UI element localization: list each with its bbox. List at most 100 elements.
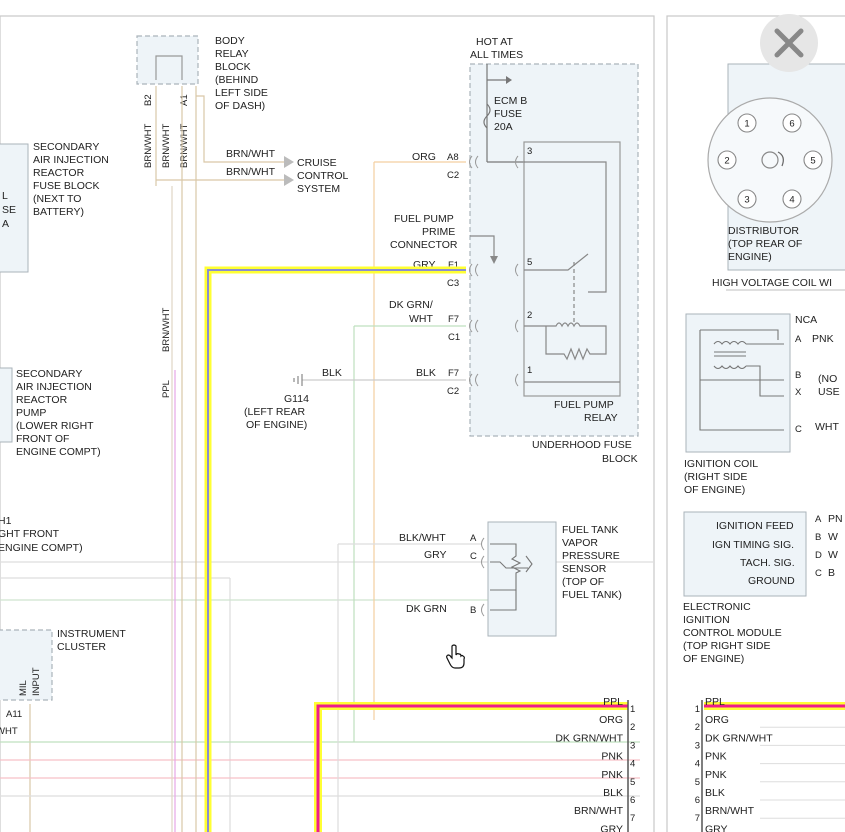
svg-text:(NEXT TO: (NEXT TO	[33, 193, 81, 205]
svg-text:PUMP: PUMP	[16, 407, 46, 419]
svg-text:H1: H1	[0, 515, 12, 527]
svg-text:B: B	[815, 532, 821, 543]
svg-text:A: A	[470, 533, 477, 544]
connector-right-wire: BLK	[705, 787, 725, 799]
svg-text:VAPOR: VAPOR	[562, 537, 598, 549]
connector-left-pin: 4	[630, 759, 635, 770]
distributor-pin: 5	[803, 150, 823, 170]
connector-left-wire: BRN/WHT	[574, 805, 624, 817]
svg-text:ECM B: ECM B	[494, 95, 527, 107]
fuel-pump-relay-label: FUEL PUMP RELAY	[554, 399, 618, 424]
connector-right-row: 4 PNK	[695, 751, 845, 770]
svg-text:USE: USE	[818, 386, 840, 398]
svg-text:OF ENGINE): OF ENGINE)	[246, 419, 307, 431]
svg-text:BLOCK: BLOCK	[215, 61, 251, 73]
connector-right-pin: 5	[695, 777, 700, 788]
distributor-cap	[707, 97, 833, 223]
cruise-wire-label-2: BRN/WHT	[226, 166, 276, 178]
svg-text:DK GRN/: DK GRN/	[389, 299, 433, 311]
svg-text:CONTROL MODULE: CONTROL MODULE	[683, 627, 782, 639]
relay-coil	[524, 322, 607, 361]
svg-text:REACTOR: REACTOR	[33, 167, 85, 179]
svg-text:GHT FRONT: GHT FRONT	[0, 528, 60, 540]
connector-left-pin: 1	[630, 704, 635, 715]
svg-text:(LEFT REAR: (LEFT REAR	[244, 406, 305, 418]
relay-switch	[524, 253, 589, 271]
svg-text:BODY: BODY	[215, 35, 245, 47]
body-relay-wire-labels: BRN/WHT BRN/WHT BRN/WHT	[143, 123, 190, 168]
g114-id: G114	[284, 393, 309, 405]
distributor-pin: 3	[737, 189, 757, 209]
svg-text:WHT: WHT	[409, 313, 433, 325]
svg-text:2: 2	[724, 156, 729, 167]
instrument-cluster-label: INSTRUMENT CLUSTER	[57, 628, 126, 653]
fuel-pump-prime-label: FUEL PUMP PRIME CONNECTOR	[390, 213, 458, 251]
distributor-pin: 4	[782, 189, 802, 209]
svg-text:(TOP RIGHT SIDE: (TOP RIGHT SIDE	[683, 640, 771, 652]
svg-text:4: 4	[789, 195, 794, 206]
svg-text:WHT: WHT	[815, 421, 839, 433]
right-panel-frame	[666, 15, 845, 832]
connector-right-pin: 6	[695, 795, 700, 806]
distributor-label: DISTRIBUTOR (TOP REAR OF ENGINE)	[728, 225, 802, 263]
ignition-module-box	[683, 511, 807, 597]
svg-text:FRONT OF: FRONT OF	[16, 433, 69, 445]
svg-text:L: L	[2, 190, 8, 202]
instrument-cluster-box	[0, 629, 53, 701]
connector-chevrons	[469, 155, 519, 387]
close-button[interactable]	[760, 14, 818, 72]
svg-text:C: C	[470, 551, 477, 562]
ground-g114-symbol	[293, 374, 303, 386]
svg-text:IGN TIMING SIG.: IGN TIMING SIG.	[712, 539, 794, 551]
svg-text:DK GRN: DK GRN	[406, 603, 447, 615]
high-voltage-coil-label: HIGH VOLTAGE COIL WI	[712, 277, 832, 289]
svg-text:3: 3	[744, 195, 749, 206]
fuel-tank-sensor-row-c: GRY C	[424, 549, 477, 562]
distributor-rotor	[761, 151, 779, 169]
svg-text:IGNITION: IGNITION	[683, 614, 730, 626]
svg-text:UNDERHOOD FUSE: UNDERHOOD FUSE	[532, 439, 632, 451]
connector-left-wire: PPL	[603, 696, 623, 708]
connector-right-row: 8GRY	[695, 823, 728, 832]
ppl-label: PPL	[161, 380, 172, 398]
ignition-coil-pins: A PNK B (NO X USE C WHT	[795, 333, 840, 435]
svg-text:PN: PN	[828, 513, 843, 525]
svg-text:5: 5	[810, 156, 815, 167]
connector-right-wire: BRN/WHT	[705, 805, 755, 817]
body-relay-block-label: BODY RELAY BLOCK (BEHIND LEFT SIDE OF DA…	[215, 35, 268, 112]
svg-text:D: D	[815, 550, 822, 561]
svg-text:A: A	[815, 514, 822, 525]
connector-right-pin: 4	[695, 759, 700, 770]
relay-contact-feed	[524, 161, 607, 293]
fuel-tank-sensor-row-b: DK GRN B	[406, 603, 476, 616]
ignition-module-label: ELECTRONIC IGNITION CONTROL MODULE (TOP …	[683, 601, 782, 665]
connector-left-row: PPL 1	[603, 696, 635, 715]
connector-left-wire: ORG	[599, 714, 623, 726]
svg-text:BLOCK: BLOCK	[602, 453, 638, 465]
svg-text:A: A	[2, 218, 9, 230]
ecm-fuse-label: ECM B FUSE 20A	[494, 95, 527, 133]
connector-left-wire: GRY	[600, 823, 623, 832]
connector-right-wire: PNK	[705, 751, 727, 763]
svg-text:X: X	[795, 387, 802, 398]
wire-cruise-1	[196, 95, 284, 163]
svg-text:C3: C3	[447, 278, 459, 289]
underhood-row-org: ORG A8 C2	[373, 151, 466, 720]
connector-right-pin: 7	[695, 813, 700, 824]
ignition-module-rows: IGNITION FEED A PN IGN TIMING SIG. B W T…	[712, 513, 843, 587]
svg-text:BLK/WHT: BLK/WHT	[399, 532, 446, 544]
svg-text:BLK: BLK	[416, 367, 436, 379]
svg-text:(NO: (NO	[818, 373, 837, 385]
svg-text:FUEL TANK: FUEL TANK	[562, 524, 618, 536]
svg-text:(TOP REAR OF: (TOP REAR OF	[728, 238, 802, 250]
fuel-tank-sensor-label: FUEL TANK VAPOR PRESSURE SENSOR (TOP OF …	[562, 524, 622, 601]
svg-text:SYSTEM: SYSTEM	[297, 183, 340, 195]
instrument-cluster-pin: A11	[6, 709, 22, 720]
svg-text:IGNITION COIL: IGNITION COIL	[684, 458, 758, 470]
connector-right-wire: ORG	[705, 714, 729, 726]
relay-pin-2: 2	[527, 310, 532, 321]
distributor-pin: 6	[782, 113, 802, 133]
